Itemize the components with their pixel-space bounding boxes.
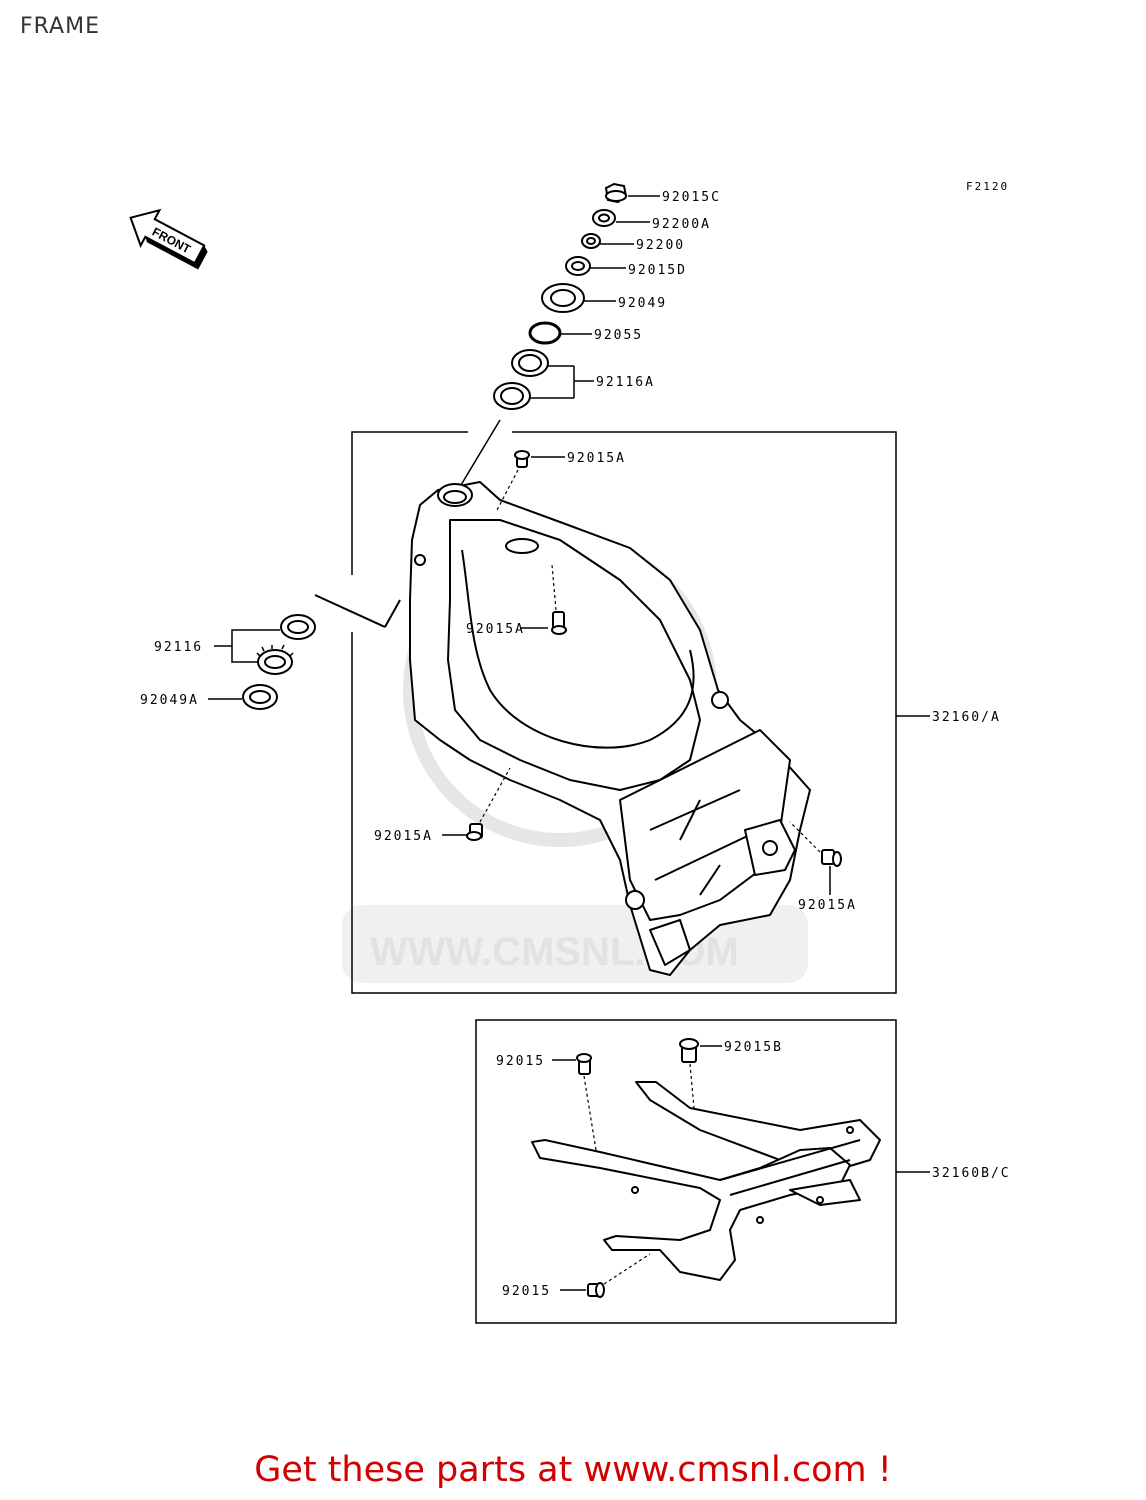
bolt-leader-right: [789, 821, 821, 853]
page-title: FRAME: [20, 14, 100, 39]
part-label-92200: 92200: [636, 238, 685, 253]
bolt-leader-mid: [551, 564, 557, 611]
leader-lines-left: [208, 629, 280, 700]
part-label-92200A: 92200A: [652, 217, 711, 232]
bolt-leader-top: [495, 469, 519, 513]
bolt-92015A-mid: [551, 611, 567, 635]
part-label-92116A: 92116A: [596, 375, 655, 390]
nut-92015C: [604, 182, 628, 204]
part-label-92015A-left: 92015A: [374, 829, 433, 844]
bolt-leader-92015B: [689, 1063, 695, 1109]
oring-92055: [528, 321, 562, 345]
part-label-32160BC: 32160B/C: [932, 1166, 1011, 1181]
part-label-92015D: 92015D: [628, 263, 687, 278]
part-label-92015-sub-bottom: 92015: [502, 1284, 551, 1299]
part-label-92015A-mid: 92015A: [466, 622, 525, 637]
cta-link[interactable]: Get these parts at www.cmsnl.com !: [254, 1450, 892, 1490]
part-label-92049A: 92049A: [140, 693, 199, 708]
part-label-92055: 92055: [594, 328, 643, 343]
leader-lines-top: [457, 195, 660, 491]
bolt-92015-sub-bottom: [587, 1282, 605, 1298]
subframe-drawing: [531, 1081, 881, 1281]
part-label-92015A-right: 92015A: [798, 898, 857, 913]
part-label-92015-sub-top: 92015: [496, 1054, 545, 1069]
part-label-92116: 92116: [154, 640, 203, 655]
bolt-92015A-left: [466, 823, 483, 841]
part-label-92015C: 92015C: [662, 190, 721, 205]
main-frame-drawing: [314, 481, 811, 976]
part-label-92015A-top: 92015A: [567, 451, 626, 466]
part-label-92015B: 92015B: [724, 1040, 783, 1055]
part-label-92049: 92049: [618, 296, 667, 311]
bolt-92015-sub-top: [576, 1053, 592, 1075]
bolt-leader-sub-top: [583, 1075, 597, 1151]
main-frame-box: [351, 431, 930, 994]
seal-92049A: [242, 684, 278, 710]
parts-diagram: WWW.CMSNL.COM F2120 FRONT: [129, 180, 1011, 1324]
bolt-leader-sub-bottom: [603, 1253, 651, 1285]
bearing-92116-race: [280, 614, 316, 640]
front-arrow-icon: FRONT: [129, 208, 208, 270]
steering-stack: [493, 182, 628, 410]
part-label-32160A: 32160/A: [932, 710, 1001, 725]
diagram-ref-code: F2120: [966, 180, 1009, 193]
bolt-92015B: [679, 1038, 699, 1063]
bolt-92015A-top: [514, 450, 530, 468]
cta-banner: Get these parts at www.cmsnl.com !: [0, 1450, 1146, 1490]
bearing-92116-cone: [256, 644, 294, 675]
bolt-92015A-right: [821, 849, 842, 867]
bolt-leader-left: [479, 767, 511, 823]
